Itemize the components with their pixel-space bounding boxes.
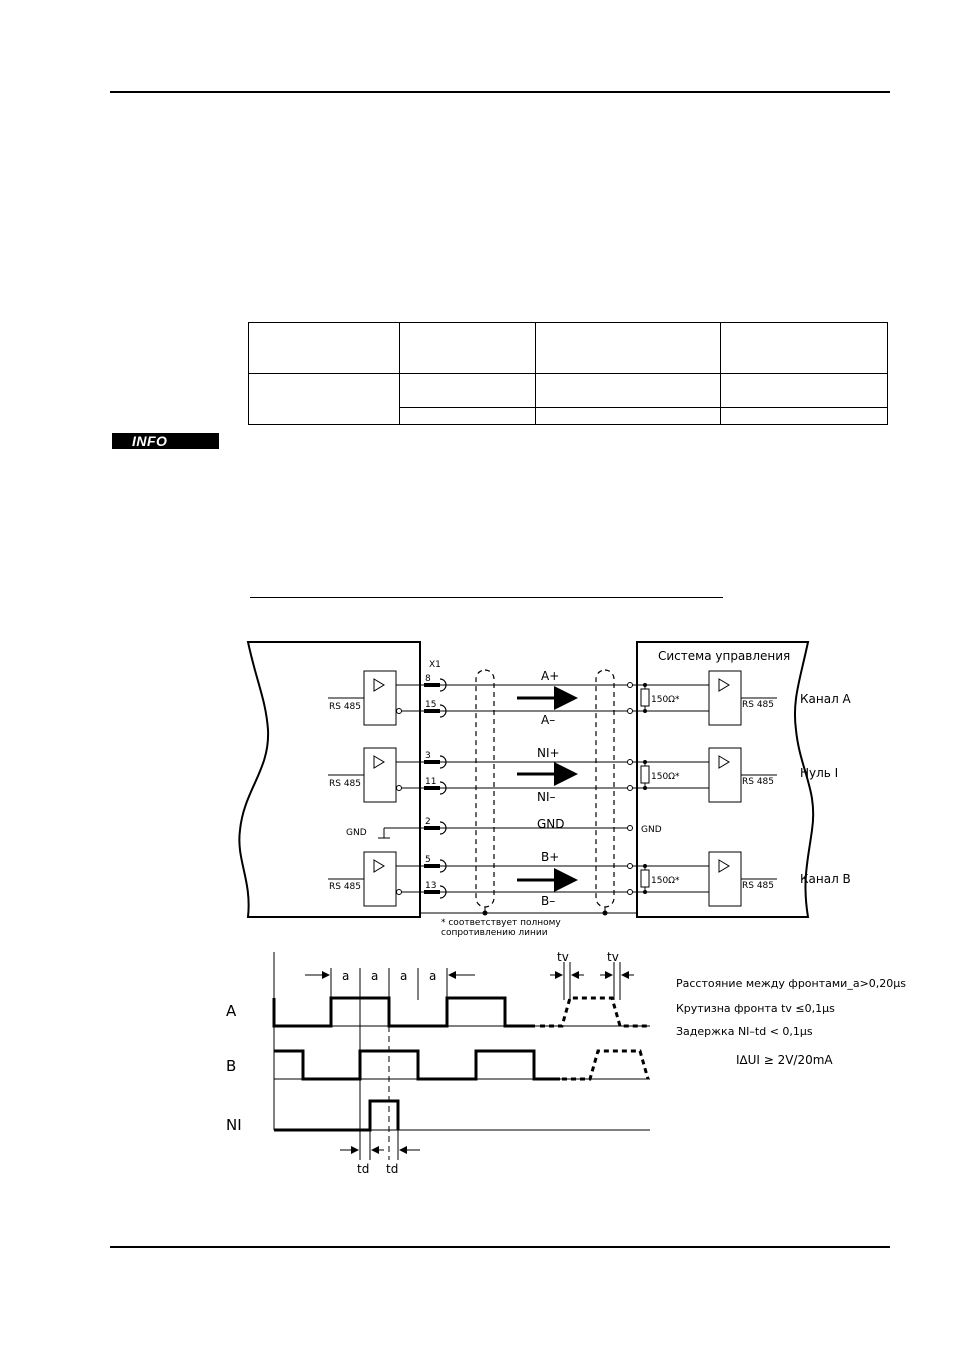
pin-label: 2 bbox=[425, 817, 431, 827]
pin-label: 15 bbox=[425, 700, 436, 710]
pin-label: 8 bbox=[425, 674, 431, 684]
amp-icon bbox=[718, 678, 730, 692]
control-system-title: Система управления bbox=[658, 649, 790, 663]
rs485-label: RS 485 bbox=[742, 700, 774, 710]
transmitter-a bbox=[363, 670, 397, 726]
td-label: td bbox=[357, 1162, 369, 1176]
top-rule bbox=[110, 91, 890, 93]
connector-label: X1 bbox=[429, 660, 441, 670]
signal-label: B– bbox=[541, 894, 555, 908]
signal-label: A– bbox=[541, 713, 555, 727]
table-cell bbox=[720, 322, 888, 374]
timing-note: I∆UI ≥ 2V/20mA bbox=[736, 1053, 833, 1067]
timing-note: Крутизна фронта tv ≤0,1µs bbox=[676, 1002, 835, 1015]
receiver-a bbox=[708, 670, 742, 726]
termination-resistors bbox=[640, 685, 650, 892]
info-badge: INFO bbox=[112, 433, 219, 449]
drive-side-panel bbox=[238, 641, 421, 918]
rs485-label: RS 485 bbox=[329, 882, 361, 892]
transition-waveforms bbox=[540, 996, 650, 1081]
timing-row-label: B bbox=[226, 1057, 236, 1075]
resistor-label: 150Ω* bbox=[651, 772, 680, 782]
gnd-label: GND bbox=[641, 825, 662, 835]
channel-label: Канал B bbox=[800, 872, 851, 886]
footnote-line: * соответствует полному bbox=[441, 918, 561, 928]
tv-label: tv bbox=[557, 950, 569, 964]
table-cell bbox=[535, 373, 721, 408]
pin-label: 11 bbox=[425, 777, 436, 787]
rs485-label: RS 485 bbox=[742, 881, 774, 891]
gnd-label: GND bbox=[346, 828, 367, 838]
footnote-line: сопротивлению линии bbox=[441, 928, 548, 938]
bottom-rule bbox=[110, 1246, 890, 1248]
direction-arrows bbox=[517, 686, 578, 892]
table-cell bbox=[720, 407, 888, 425]
td-label: td bbox=[386, 1162, 398, 1176]
amp-icon bbox=[373, 678, 385, 692]
spacing-label: a bbox=[371, 969, 378, 983]
transmitter-b bbox=[363, 851, 397, 907]
pin-label: 3 bbox=[425, 751, 431, 761]
specs-table bbox=[248, 322, 888, 425]
pin-label: 5 bbox=[425, 855, 431, 865]
channel-label: Нуль I bbox=[800, 766, 838, 780]
timing-note: Задержка NI–td < 0,1µs bbox=[676, 1025, 813, 1038]
table-cell bbox=[248, 373, 400, 425]
table-cell bbox=[399, 322, 536, 374]
spacing-label: a bbox=[429, 969, 436, 983]
channel-label: Канал A bbox=[800, 692, 852, 706]
rs485-label: RS 485 bbox=[329, 702, 361, 712]
timing-row-label: A bbox=[226, 1002, 237, 1020]
pin-label: 13 bbox=[425, 881, 436, 891]
spacing-label: a bbox=[342, 969, 349, 983]
amp-icon bbox=[373, 755, 385, 769]
signal-label: NI– bbox=[537, 790, 556, 804]
resistor-label: 150Ω* bbox=[651, 876, 680, 886]
amp-icon bbox=[373, 859, 385, 873]
table-cell bbox=[720, 373, 888, 408]
spacing-label: a bbox=[400, 969, 407, 983]
timing-row-label: NI bbox=[226, 1116, 242, 1134]
waveforms bbox=[272, 996, 560, 1132]
timing-note: Расстояние между фронтами_a>0,20µs bbox=[676, 977, 906, 990]
rs485-label: RS 485 bbox=[329, 779, 361, 789]
receiver-ni bbox=[708, 747, 742, 803]
signal-label: A+ bbox=[541, 669, 559, 683]
signal-label: GND bbox=[537, 817, 565, 831]
caption-underline bbox=[250, 597, 723, 598]
signal-label: NI+ bbox=[537, 746, 560, 760]
receiver-b bbox=[708, 851, 742, 907]
amp-icon bbox=[718, 859, 730, 873]
transmitter-ni bbox=[363, 747, 397, 803]
rs485-label: RS 485 bbox=[742, 777, 774, 787]
tv-label: tv bbox=[607, 950, 619, 964]
control-system-panel bbox=[636, 641, 815, 918]
resistor-label: 150Ω* bbox=[651, 695, 680, 705]
connector-pins bbox=[424, 683, 440, 894]
amp-icon bbox=[718, 755, 730, 769]
table-cell bbox=[248, 322, 400, 374]
signal-label: B+ bbox=[541, 850, 559, 864]
